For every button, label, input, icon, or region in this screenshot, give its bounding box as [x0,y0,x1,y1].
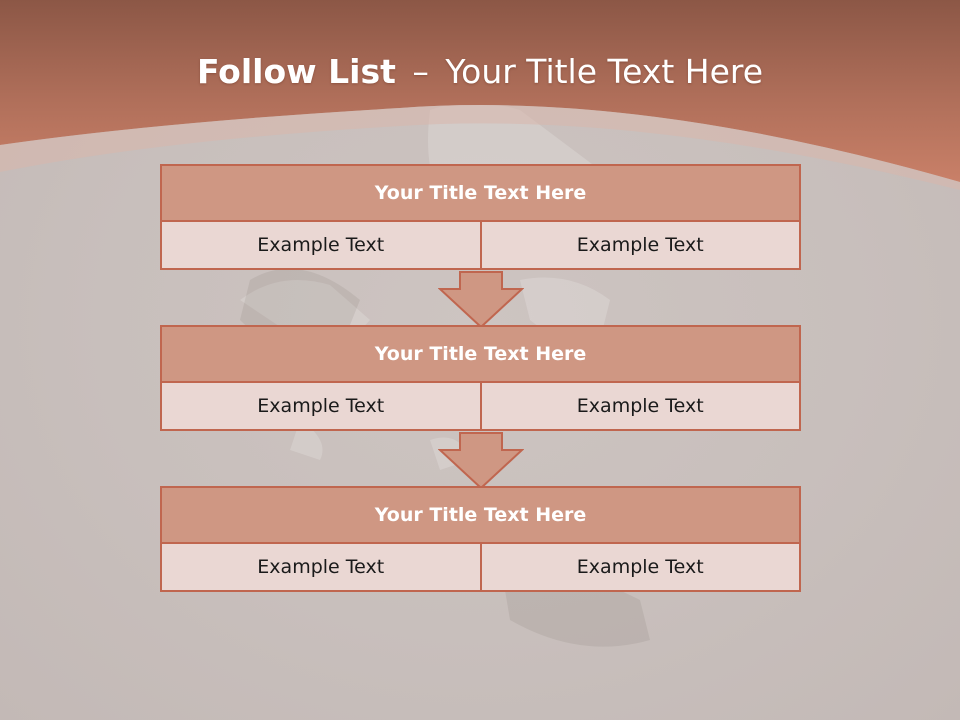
down-arrow-icon [438,271,524,329]
block-cell-right: Example Text [481,383,799,429]
block-cell-left: Example Text [162,544,482,590]
title-bold: Follow List [196,52,396,91]
block-title: Your Title Text Here [162,327,799,383]
list-block-2: Your Title Text Here Example Text Exampl… [160,325,801,431]
list-block-1: Your Title Text Here Example Text Exampl… [160,164,801,270]
header-band [0,0,960,190]
down-arrow-icon [438,432,524,490]
block-cell-right: Example Text [481,222,799,268]
title-rest: Your Title Text Here [445,52,764,91]
title-dash: – [412,52,429,91]
block-cell-right: Example Text [481,544,799,590]
block-cell-left: Example Text [162,383,482,429]
block-title: Your Title Text Here [162,166,799,222]
block-title: Your Title Text Here [162,488,799,544]
block-row: Example Text Example Text [162,383,799,429]
list-block-3: Your Title Text Here Example Text Exampl… [160,486,801,592]
block-cell-left: Example Text [162,222,482,268]
block-row: Example Text Example Text [162,222,799,268]
slide-title: Follow List – Your Title Text Here [0,52,960,91]
block-row: Example Text Example Text [162,544,799,590]
